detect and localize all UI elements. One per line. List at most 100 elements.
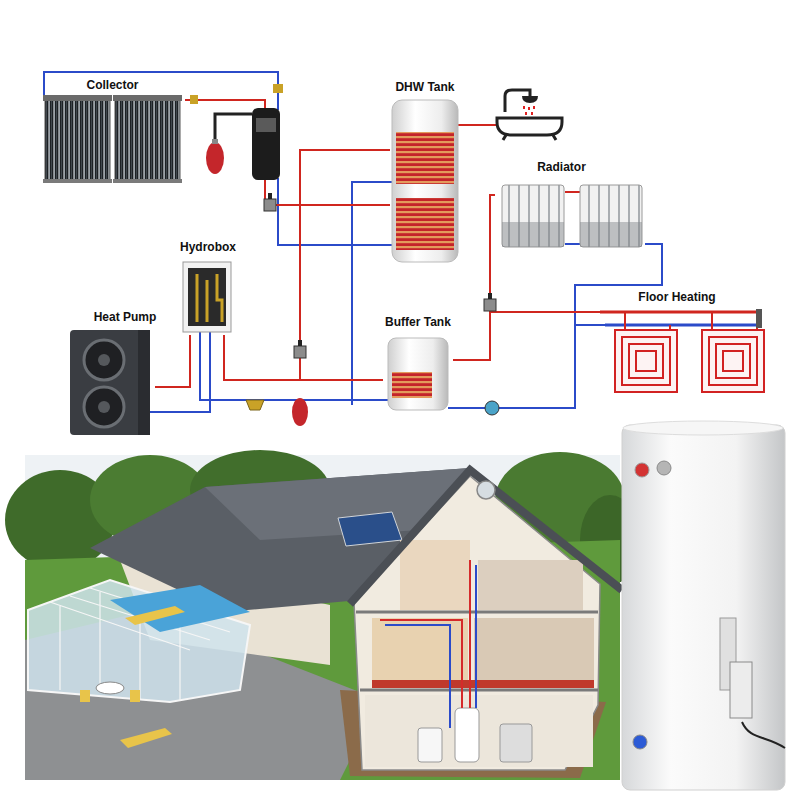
hot-port [635, 463, 649, 477]
manifold-cap [756, 309, 762, 328]
sun-lounger [120, 728, 172, 748]
port [657, 461, 671, 475]
device-label: DHW Tank [366, 80, 484, 94]
room [372, 618, 468, 686]
collector-panel [45, 100, 110, 180]
expansion-vessel [206, 142, 224, 174]
three-way-valve [484, 299, 496, 311]
floor-loop [615, 330, 677, 392]
radiator-shade [502, 222, 564, 247]
roof-edge [350, 470, 622, 604]
floor-loop [622, 337, 670, 385]
device-node: Hydrobox [176, 240, 240, 335]
return-pipe [352, 182, 392, 405]
supply-pipe [155, 335, 190, 387]
vessel-pipe [215, 114, 252, 142]
collector-panel [115, 100, 180, 180]
brass-fitting [190, 95, 198, 104]
valve-handle [298, 340, 302, 346]
heat-pump-casing [70, 330, 150, 435]
device-node: Floor Heating [600, 290, 770, 395]
house-roof [90, 468, 470, 612]
floor-loop [716, 344, 750, 378]
device-node: Collector [40, 78, 185, 184]
device-label: Floor Heating [560, 290, 794, 304]
basement-unit [500, 724, 532, 762]
return-pipe [565, 243, 580, 245]
expansion-vessel [292, 398, 308, 426]
valve-handle [268, 193, 272, 199]
device-node: DHW Tank [390, 80, 460, 265]
device-node: Radiator [495, 160, 650, 255]
control-box [730, 662, 752, 718]
strainer [246, 400, 264, 410]
vessel-cap [212, 139, 218, 144]
supply-pipe [565, 191, 580, 193]
room [478, 560, 583, 610]
floor-loop [636, 351, 656, 371]
sunroom-glass [28, 580, 250, 702]
supply-pipe [224, 335, 383, 380]
heated-floor [372, 680, 594, 688]
three-way-valve [294, 346, 306, 358]
device-label: Collector [16, 78, 209, 92]
shower-head [522, 96, 538, 103]
valve-handle [488, 293, 492, 299]
device-node: Buffer Tank [383, 315, 453, 415]
device-label: Buffer Tank [359, 315, 477, 329]
floor-supply-header [600, 311, 758, 314]
floor-loop [709, 337, 757, 385]
upper-coil [396, 132, 454, 184]
radiator-body [502, 185, 564, 247]
supply-pipe [453, 195, 495, 360]
return-pipe [575, 324, 605, 326]
round-vent [477, 481, 495, 499]
controller-display [256, 118, 276, 132]
return-pipe [278, 178, 392, 245]
bathtub [497, 118, 562, 135]
radiator-body [580, 185, 642, 247]
floor-return-header [605, 324, 758, 327]
basement-boiler [418, 728, 442, 762]
roof-solar-panel [338, 512, 402, 546]
water-drops [524, 106, 534, 115]
floor-loop [702, 330, 764, 392]
power-cable [742, 722, 785, 748]
fan-hub [98, 401, 110, 413]
awning [125, 606, 185, 625]
floor-loop [629, 344, 663, 378]
room [474, 618, 594, 686]
collector-rail [43, 179, 112, 183]
pool [110, 585, 250, 632]
patio-chair [130, 690, 140, 702]
house-cutaway [354, 476, 600, 770]
house-pipe [385, 565, 476, 728]
device-node: Heat Pump [65, 310, 155, 438]
water-tank-top [623, 421, 783, 435]
supply-pipe [453, 312, 600, 360]
fan [84, 340, 124, 380]
collector-header [43, 95, 112, 101]
collector-rail [113, 179, 182, 183]
supply-pipe [224, 150, 390, 380]
hydrobox-pipes [197, 274, 222, 322]
three-way-valve [264, 199, 276, 211]
circulation-pump [485, 401, 499, 415]
solar-pump-station [252, 108, 280, 180]
room [400, 540, 470, 610]
buffer-coil [392, 372, 432, 398]
patio-table [96, 682, 124, 694]
hot-water-pipe [458, 124, 497, 126]
collector-header [113, 95, 182, 101]
bathtub-feet [503, 135, 556, 140]
cold-port [633, 735, 647, 749]
fan-hub [98, 354, 110, 366]
hydrobox-casing [183, 262, 231, 332]
device-label: Hydrobox [152, 240, 264, 254]
air-vent [273, 84, 283, 93]
patio-chair [80, 690, 90, 702]
dhw-tank-body [392, 100, 458, 262]
buffer-tank-body [388, 338, 448, 410]
